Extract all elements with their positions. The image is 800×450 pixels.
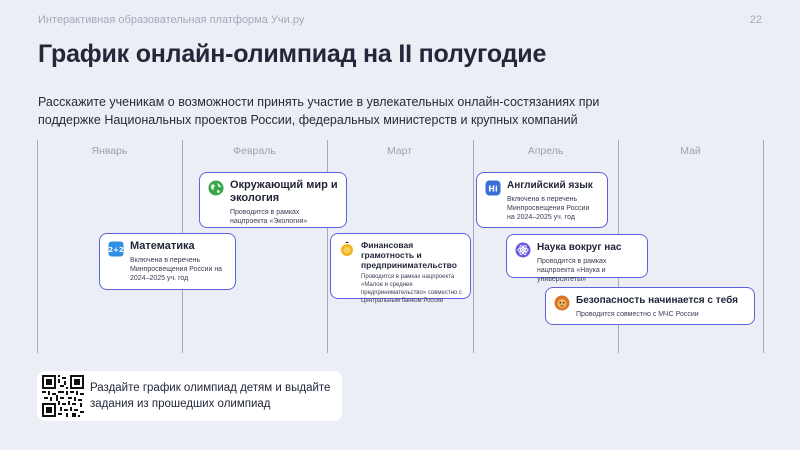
month-label-may: Май — [680, 145, 701, 157]
timeline-divider — [763, 140, 764, 353]
atom-icon — [515, 242, 531, 258]
olympiad-card-english[interactable]: Hi Английский язык Включена в перечень М… — [476, 172, 608, 228]
olympiad-title: Математика — [130, 240, 195, 252]
olympiad-card-environment[interactable]: Окружающий мир и экология Проводится в р… — [199, 172, 347, 228]
month-label-february: Февраль — [233, 145, 276, 157]
page-title: График онлайн-олимпиад на II полугодие — [38, 40, 547, 68]
page-subtitle: Расскажите ученикам о возможности принят… — [38, 95, 600, 127]
timeline-divider — [473, 140, 474, 353]
timeline-divider — [37, 140, 38, 353]
platform-caption: Интерактивная образовательная платформа … — [38, 14, 305, 26]
globe-icon — [208, 180, 224, 196]
olympiad-card-science[interactable]: Наука вокруг нас Проводится в рамках нац… — [506, 234, 648, 283]
month-label-january: Январь — [91, 145, 128, 157]
math-icon: 2+2 — [108, 241, 124, 257]
month-label-april: Апрель — [527, 145, 564, 157]
olympiad-title: Наука вокруг нас — [537, 242, 622, 253]
qr-info-box: Раздайте график олимпиад детям и выдайте… — [37, 371, 342, 421]
olympiad-title: Окружающий мир и экология — [230, 179, 338, 204]
olympiad-title: Безопасность начинается с тебя — [576, 295, 738, 306]
olympiad-card-math[interactable]: 2+2 Математика Включена в перечень Минпр… — [99, 233, 236, 290]
olympiad-description: Проводится совместно с МЧС России — [576, 311, 699, 318]
olympiad-title: Английский язык — [507, 180, 593, 191]
coin-icon — [339, 241, 355, 257]
timeline: Январь Февраль Март Апрель Май — [37, 140, 764, 353]
bottom-info-text: Раздайте график олимпиад детям и выдайте… — [90, 382, 331, 410]
olympiad-description: Проводится в рамках нацпроекта «Наука и … — [537, 258, 607, 283]
lion-icon — [554, 295, 570, 311]
olympiad-card-safety[interactable]: Безопасность начинается с тебя Проводитс… — [545, 287, 755, 325]
olympiad-description: Включена в перечень Минпросвещения Росси… — [507, 196, 590, 221]
svg-text:Hi: Hi — [488, 185, 498, 194]
olympiad-card-finance[interactable]: Финансовая грамотность и предприниматель… — [330, 233, 471, 304]
olympiad-description: Проводится в рамках нацпроекта «Экология… — [230, 209, 308, 225]
qr-code-icon[interactable] — [42, 375, 84, 417]
olympiad-description: Включена в перечень Минпросвещения Росси… — [130, 257, 223, 282]
timeline-divider — [327, 140, 328, 353]
svg-text:2+2: 2+2 — [108, 246, 124, 254]
month-label-march: Март — [386, 145, 413, 157]
olympiad-title: Финансовая грамотность и предприниматель… — [361, 240, 457, 270]
english-icon: Hi — [485, 180, 501, 196]
page-number: 22 — [749, 14, 762, 26]
olympiad-description: Проводится в рамках нацпроекта «Малое и … — [361, 274, 462, 304]
